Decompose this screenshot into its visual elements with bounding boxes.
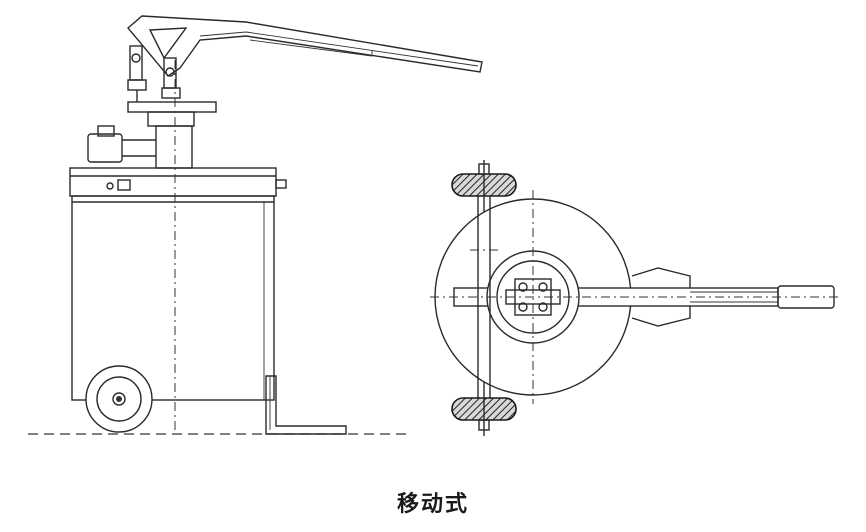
side-wheel [85,365,153,433]
handle-grip-cutout [148,27,188,60]
top-view [430,160,842,436]
pump-head [87,101,217,169]
drum-body [71,195,275,401]
top-wheel-lower [451,382,517,436]
figure-caption: 移动式 [396,492,469,517]
mobile-grease-pump-drawing [28,15,842,436]
stand-foot [265,375,347,435]
drum-lid [69,167,287,197]
top-wheel-upper [451,160,517,212]
pump-linkage [127,45,181,102]
handle-lever [127,15,483,77]
side-view [28,15,483,435]
